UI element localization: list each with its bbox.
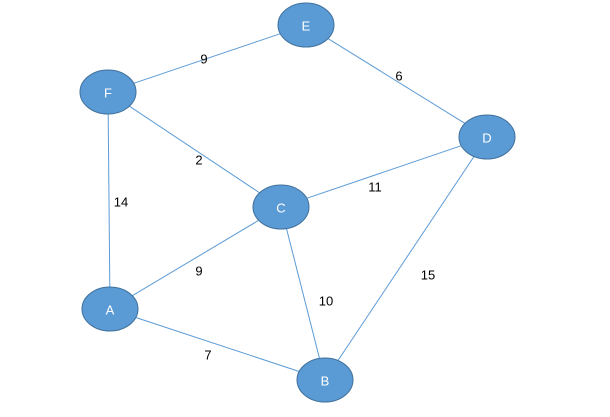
edge-weight-e-d: 6 — [395, 69, 402, 84]
node-d-label: D — [482, 131, 491, 146]
node-f-shape — [79, 69, 137, 115]
node-f: F — [79, 69, 137, 115]
edge-a-b — [135, 317, 300, 372]
edge-f-a — [107, 113, 111, 288]
edge-c-d — [306, 145, 462, 199]
node-d: D — [458, 114, 516, 160]
node-a: A — [81, 286, 139, 332]
edge-weight-d-b: 15 — [421, 268, 435, 283]
edge-weight-a-c: 9 — [195, 264, 202, 279]
edge-weight-f-c: 2 — [195, 153, 202, 168]
node-c: C — [252, 184, 310, 230]
node-b-label: B — [321, 374, 330, 389]
edge-weight-c-b: 10 — [319, 294, 333, 309]
edge-weight-f-a: 14 — [114, 195, 128, 210]
edge-d-b — [337, 156, 475, 361]
node-c-shape — [252, 184, 310, 230]
edge-weights-layer: 9 6 2 11 14 9 10 15 7 — [114, 52, 435, 363]
nodes-layer: E F D C A B — [79, 2, 516, 403]
node-e: E — [277, 2, 335, 48]
node-a-label: A — [106, 303, 115, 318]
node-e-label: E — [302, 19, 311, 34]
edges-layer — [107, 33, 475, 372]
edge-f-c — [129, 105, 260, 194]
edge-c-b — [286, 228, 320, 359]
node-e-shape — [277, 2, 335, 48]
node-f-label: F — [104, 86, 112, 101]
edge-f-e — [133, 33, 281, 84]
edge-a-c — [132, 219, 259, 297]
node-c-label: C — [276, 201, 285, 216]
edge-weight-f-e: 9 — [200, 52, 207, 67]
node-b: B — [296, 357, 354, 403]
edge-weight-a-b: 7 — [204, 348, 211, 363]
node-d-shape — [458, 114, 516, 160]
edge-e-d — [327, 38, 466, 124]
edge-weight-c-d: 11 — [368, 180, 382, 195]
node-a-shape — [81, 286, 139, 332]
node-b-shape — [296, 357, 354, 403]
